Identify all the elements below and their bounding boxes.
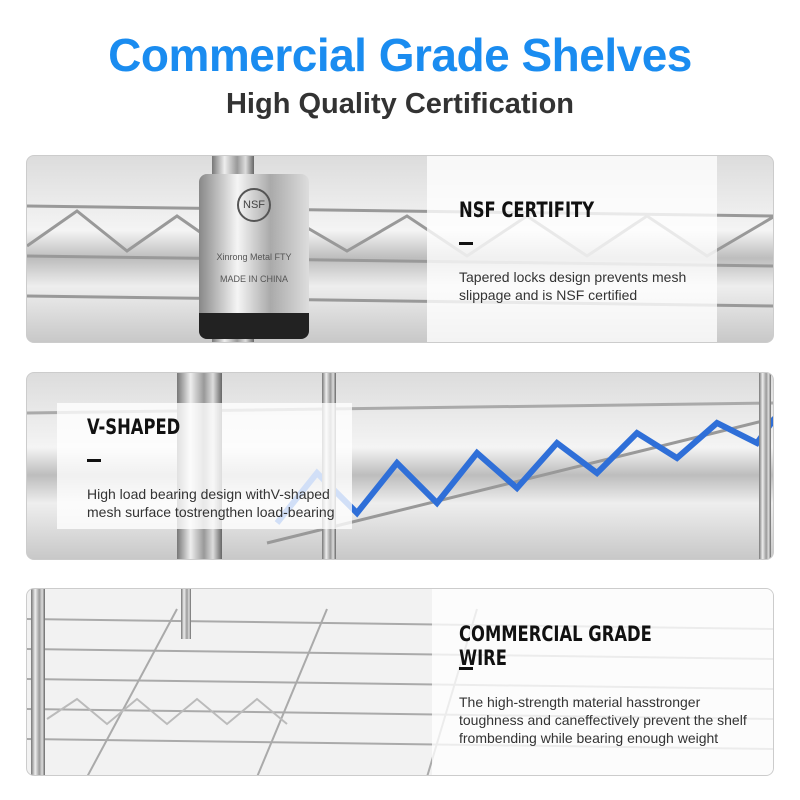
panel-heading: NSF CERTIFITY xyxy=(459,198,595,222)
post xyxy=(759,373,771,559)
panel-description: High load bearing design withV-shaped me… xyxy=(87,486,335,520)
sleeve-base xyxy=(199,313,309,339)
heading-dash xyxy=(459,667,473,670)
nsf-logo: NSF xyxy=(237,188,271,222)
panel-heading: COMMERCIAL GRADE WIRE xyxy=(459,622,652,670)
panel-nsf: NSF Xinrong Metal FTY MADE IN CHINA NSF … xyxy=(26,155,774,343)
post xyxy=(181,589,191,639)
post xyxy=(31,589,45,775)
nsf-sleeve: NSF Xinrong Metal FTY MADE IN CHINA xyxy=(199,174,309,339)
panel-heading: V-SHAPED xyxy=(87,415,181,439)
sleeve-text: MADE IN CHINA xyxy=(219,274,288,284)
panel-v-shaped: V-SHAPED High load bearing design withV-… xyxy=(26,372,774,560)
text-overlay xyxy=(57,403,352,529)
text-overlay xyxy=(432,589,773,775)
panel-description: Tapered locks design prevents mesh slipp… xyxy=(459,269,687,303)
panel-description: The high-strength material hasstronger t… xyxy=(459,694,747,746)
heading-dash xyxy=(459,242,473,245)
sleeve-text: Xinrong Metal FTY xyxy=(216,252,292,262)
page-title: Commercial Grade Shelves xyxy=(108,29,692,81)
page-subtitle: High Quality Certification xyxy=(225,88,575,120)
heading-dash xyxy=(87,459,101,462)
text-overlay xyxy=(427,156,717,342)
panel-commercial-wire: COMMERCIAL GRADE WIRE The high-strength … xyxy=(26,588,774,776)
